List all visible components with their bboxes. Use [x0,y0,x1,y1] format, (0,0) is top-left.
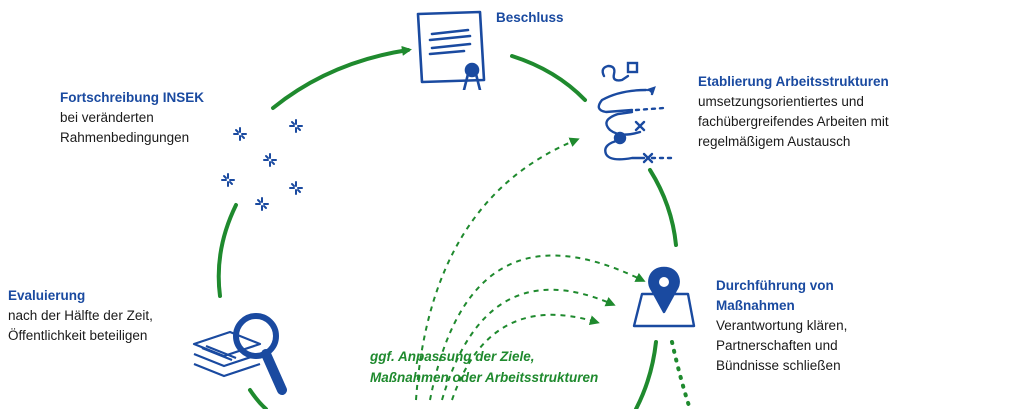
stage-beschluss-title: Beschluss [496,10,564,25]
stage-etablierung-line: fachübergreifendes Arbeiten mit [698,114,889,129]
feedback-arrow-to-durchfuehrung-1 [429,254,646,401]
stage-durchfuehrung-line: Verantwortung klären, [716,318,848,333]
cycle-arc-evaluierung-to-fortschreibung [216,203,238,298]
stage-fortschreibung-title: Fortschreibung INSEK [60,90,205,105]
stage-beschluss: Beschluss [496,8,564,28]
feedback-arrow-to-durchfuehrung-2 [441,288,616,401]
stage-durchfuehrung-line: Bündnisse schließen [716,358,841,373]
feedback-arrow-to-etablierung [415,137,580,401]
feedback-arrows [415,137,646,401]
feedback-note: ggf. Anpassung der Ziele, Maßnahmen oder… [370,346,598,388]
cycle-arc-fortschreibung-to-beschluss [271,45,412,110]
stage-durchfuehrung-title: Maßnahmen [716,298,795,313]
cycle-arc-beschluss-to-etablierung [510,54,587,102]
document-seal-icon [416,10,486,90]
sparkle-icon [289,119,303,133]
sparkle-icon [289,181,303,195]
magnifier-layers-icon [192,313,287,395]
stage-etablierung-line: umsetzungsorientiertes und [698,94,864,109]
sparkle-icon [221,173,235,187]
stage-fortschreibung: Fortschreibung INSEK bei veränderten Rah… [60,88,204,148]
sparkle-icon [233,127,247,141]
feedback-arrow-to-durchfuehrung-3 [451,313,600,401]
stage-fortschreibung-line: Rahmenbedingungen [60,130,190,145]
cycle-arc-dotted-tail [670,340,692,409]
stage-evaluierung-line: Öffentlichkeit beteiligen [8,328,148,343]
sparkle-cluster [221,119,303,211]
workflow-path-icon [597,61,678,164]
cycle-arc-durchfuehrung-bottom [634,340,658,409]
stage-etablierung-line: regelmäßigem Austausch [698,134,851,149]
feedback-note-line: ggf. Anpassung der Ziele, [370,349,535,364]
cycle-arc-etablierung-to-durchfuehrung [648,168,678,247]
stage-etablierung-title: Etablierung Arbeitsstrukturen [698,74,889,89]
stage-durchfuehrung-title: Durchführung von [716,278,834,293]
stage-etablierung: Etablierung Arbeitsstrukturen umsetzungs… [698,72,889,152]
stage-evaluierung-line: nach der Hälfte der Zeit, [8,308,153,323]
map-pin-icon [632,266,696,328]
sparkle-icon [263,153,277,167]
stage-evaluierung-title: Evaluierung [8,288,86,303]
stage-fortschreibung-line: bei veränderten [60,110,154,125]
stage-evaluierung: Evaluierung nach der Hälfte der Zeit, Öf… [8,286,153,346]
feedback-note-line: Maßnahmen oder Arbeitsstrukturen [370,370,599,385]
stage-durchfuehrung: Durchführung von Maßnahmen Verantwortung… [716,276,847,376]
stage-durchfuehrung-line: Partnerschaften und [716,338,838,353]
cycle-arc-bottom-left [248,388,268,409]
sparkle-icon [255,197,269,211]
